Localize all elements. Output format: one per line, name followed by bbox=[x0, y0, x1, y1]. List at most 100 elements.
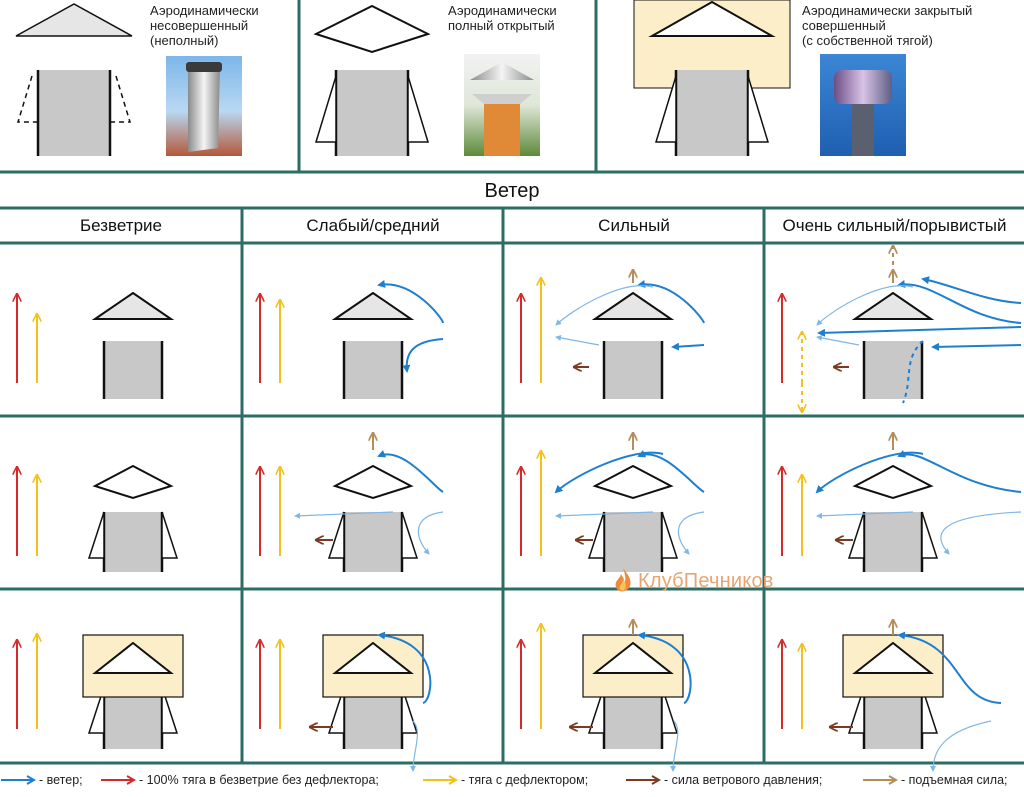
deflector-skirt bbox=[407, 75, 430, 143]
cell-incomplete-0 bbox=[17, 291, 175, 399]
watermark-text: КлубПечников bbox=[638, 569, 774, 592]
chimney bbox=[851, 291, 935, 399]
dashed-skirt bbox=[110, 75, 132, 123]
wind-stream bbox=[816, 334, 860, 346]
wind-arrow-icon bbox=[1, 775, 36, 785]
cell-closed-3 bbox=[782, 621, 1002, 772]
chimney bbox=[587, 464, 679, 572]
deflector-skirt bbox=[87, 511, 105, 559]
deflector-skirt bbox=[654, 75, 677, 143]
photo-cap bbox=[470, 62, 534, 80]
wind-stream bbox=[555, 334, 600, 346]
legend-label: - 100% тяга в безветрие без дефлектора; bbox=[139, 773, 379, 787]
legend-label: - подъемная сила; bbox=[901, 773, 1008, 787]
condition-calm: Безветрие bbox=[80, 216, 162, 235]
wind-stream bbox=[402, 338, 444, 373]
deflector-photo-incomplete bbox=[166, 56, 242, 156]
deflector-cap bbox=[648, 0, 776, 37]
legend: - ветер; - 100% тяга в безветрие без деф… bbox=[0, 768, 1024, 794]
legend-item-lift: - подъемная сила; bbox=[862, 773, 1008, 787]
deflector-skirt bbox=[161, 686, 179, 734]
cell-closed-0 bbox=[17, 634, 184, 749]
wind-stream bbox=[377, 631, 432, 704]
deflector-skirt bbox=[847, 511, 865, 559]
wind-stream bbox=[940, 511, 1022, 555]
chimney bbox=[591, 291, 675, 399]
chimney bbox=[582, 634, 684, 749]
deflector-cap bbox=[591, 291, 675, 320]
wind-stream bbox=[410, 720, 418, 772]
chimney bbox=[322, 634, 424, 749]
chimney bbox=[82, 634, 184, 749]
chimney bbox=[331, 291, 415, 399]
wind-stream bbox=[817, 326, 1022, 337]
wind-stream bbox=[897, 450, 1022, 493]
header-figure-incomplete bbox=[15, 3, 133, 156]
cell-open-2 bbox=[521, 434, 705, 572]
deflector-cap bbox=[592, 641, 674, 674]
cell-open-1 bbox=[260, 434, 444, 572]
deflector-skirt bbox=[661, 511, 679, 559]
deflector-skirt bbox=[921, 511, 939, 559]
wind-stream bbox=[921, 276, 1022, 304]
condition-strong: Сильный bbox=[598, 216, 670, 235]
type-label-line: совершенный bbox=[802, 18, 886, 33]
chimney bbox=[91, 291, 175, 399]
deflector-skirt bbox=[587, 686, 605, 734]
wind-stream bbox=[417, 511, 444, 555]
header-figure-closed bbox=[633, 0, 791, 156]
wind-stream bbox=[555, 511, 654, 519]
type-label-line: (неполный) bbox=[150, 33, 219, 48]
wind-stream bbox=[554, 451, 664, 494]
legend-label: - ветер; bbox=[39, 773, 83, 787]
diagram-cells bbox=[17, 247, 1022, 772]
chimney-pipe bbox=[344, 512, 402, 572]
photo-cap bbox=[186, 62, 222, 72]
chimney-pipe bbox=[604, 341, 662, 399]
cell-incomplete-3 bbox=[782, 247, 1022, 411]
wind-stream bbox=[377, 280, 444, 324]
turbulent-flow bbox=[902, 340, 924, 404]
deflector-cap-double bbox=[332, 464, 414, 500]
type-label-closed: Аэродинамически закрытый совершенный (с … bbox=[802, 3, 972, 48]
photo-pipe bbox=[188, 66, 220, 152]
wind-stream bbox=[931, 342, 1022, 351]
condition-very-strong: Очень сильный/порывистый bbox=[782, 216, 1007, 235]
wind-stream bbox=[930, 720, 992, 772]
deflector-skirt bbox=[327, 511, 345, 559]
cell-closed-1 bbox=[260, 631, 432, 772]
type-label-line: Аэродинамически bbox=[150, 3, 259, 18]
chimney-pipe bbox=[864, 341, 922, 399]
flame-icon bbox=[615, 568, 631, 592]
cell-incomplete-1 bbox=[260, 280, 444, 399]
chimney-pipe bbox=[344, 341, 402, 399]
deflector-skirt bbox=[921, 686, 939, 734]
type-label-open: Аэродинамически полный открытый bbox=[448, 3, 557, 33]
cell-open-0 bbox=[17, 464, 179, 572]
deflector-cap-double bbox=[92, 464, 174, 500]
chimney-pipe bbox=[676, 70, 748, 156]
chimney-pipe bbox=[38, 70, 110, 156]
wind-stream bbox=[897, 631, 1002, 704]
type-label-line: полный открытый bbox=[448, 18, 555, 33]
grid-lines bbox=[0, 0, 1024, 765]
cell-closed-2 bbox=[521, 621, 692, 772]
wind-stream bbox=[671, 342, 705, 351]
wind-title: Ветер bbox=[484, 180, 540, 202]
deflector-cap bbox=[15, 3, 133, 37]
deflector-photo-closed bbox=[820, 54, 906, 156]
cell-incomplete-2 bbox=[521, 271, 705, 399]
cell-open-3 bbox=[782, 434, 1022, 572]
deflector-cap bbox=[92, 641, 174, 674]
wind-stream bbox=[897, 280, 1022, 324]
type-label-line: Аэродинамически закрытый bbox=[802, 3, 973, 18]
deflector-skirt bbox=[747, 75, 770, 143]
legend-item-pressure: - сила ветрового давления; bbox=[625, 773, 822, 787]
wind-stream bbox=[815, 451, 924, 494]
deflector-skirt bbox=[401, 511, 419, 559]
chimney-pipe bbox=[104, 512, 162, 572]
wind-stream bbox=[377, 450, 444, 493]
deflector-cap-double bbox=[313, 4, 431, 54]
type-label-incomplete: Аэродинамически несовершенный (неполный) bbox=[150, 3, 259, 48]
